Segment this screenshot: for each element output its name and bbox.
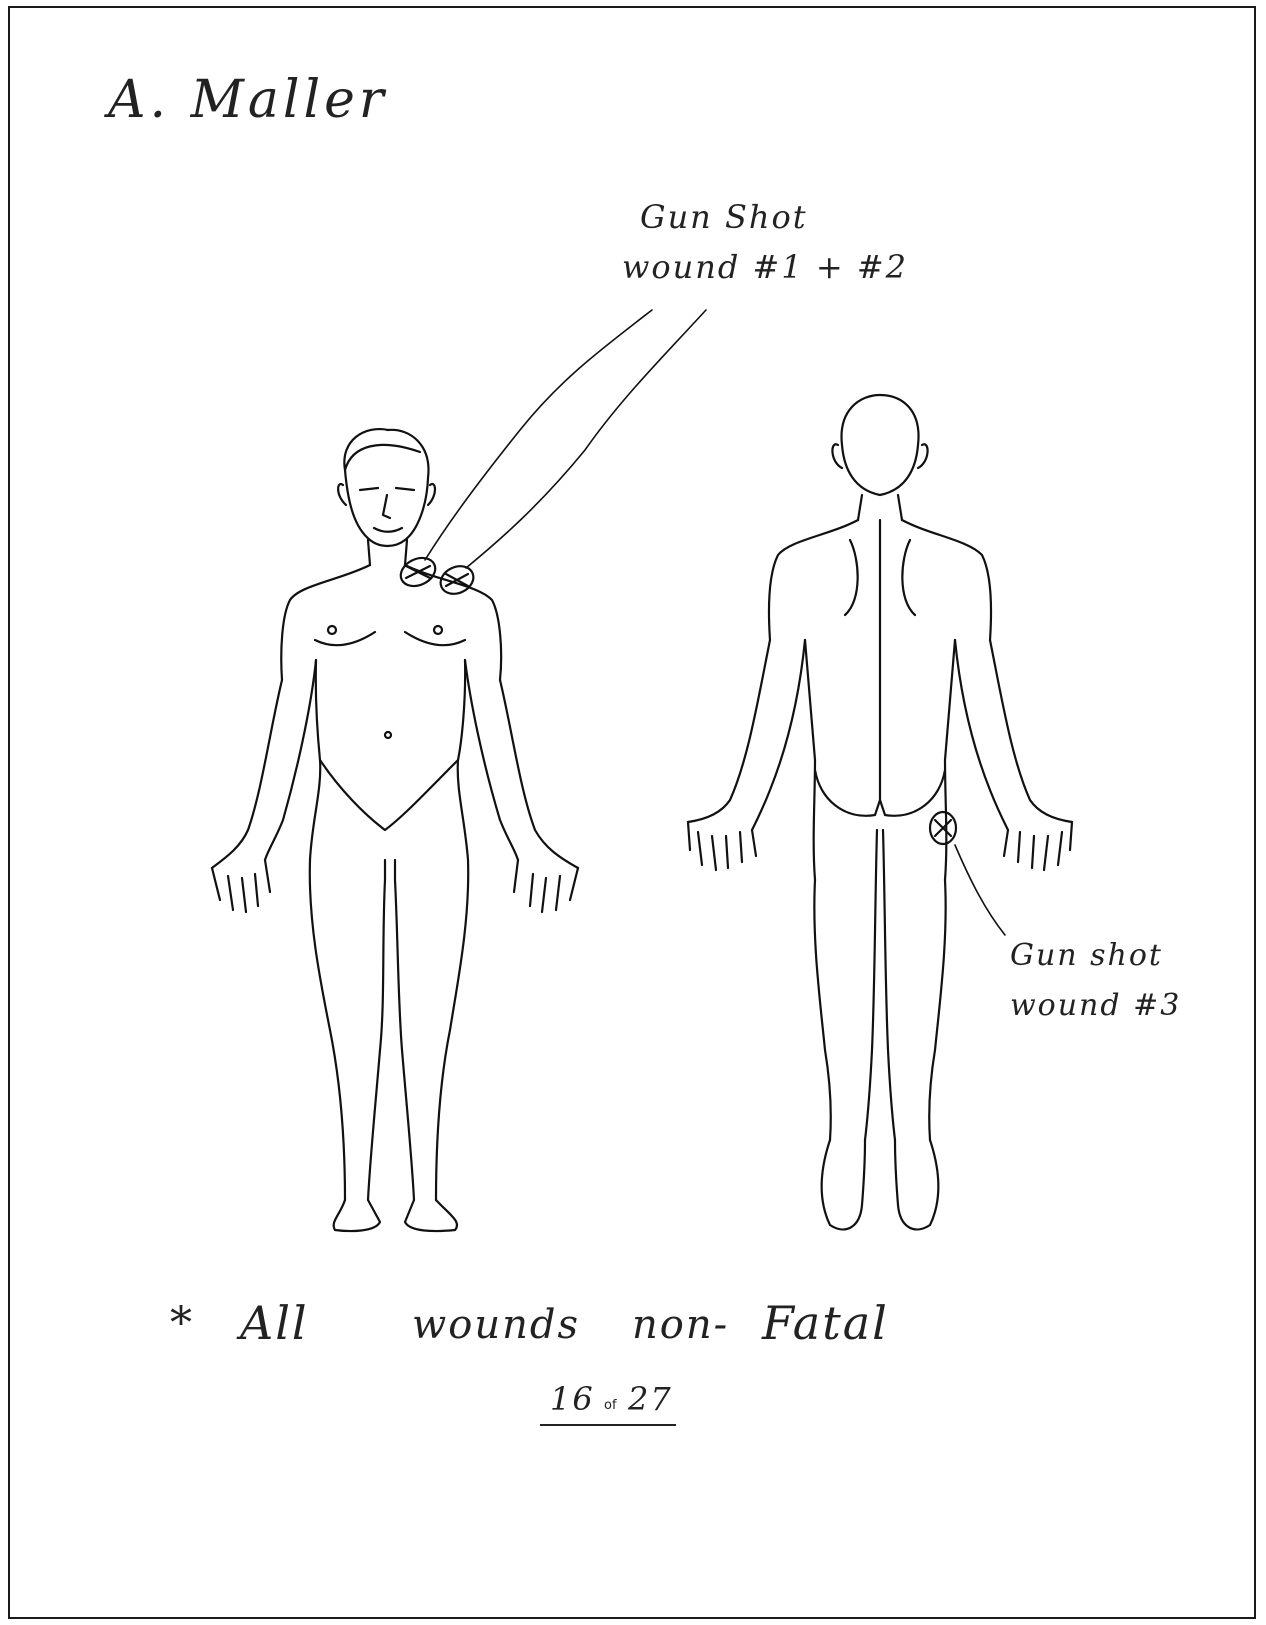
note-word-fatal: Fatal: [762, 1296, 889, 1350]
leader-line-gsw-3: [955, 845, 1005, 935]
gsw-1-2-label-line1: Gun Shot: [640, 198, 808, 236]
note-asterisk: *: [170, 1298, 194, 1349]
back-body-figure: [688, 395, 1072, 1229]
gsw-3-label-line1: Gun shot: [1010, 938, 1163, 973]
page-number-underline: [540, 1424, 676, 1426]
wound-marker-1: [396, 553, 440, 592]
note-word-non: non-: [632, 1302, 729, 1348]
note-word-wounds: wounds: [412, 1302, 580, 1348]
subject-name: A. Maller: [108, 70, 388, 130]
page-current: 16: [550, 1380, 595, 1418]
wound-marker-3: [930, 812, 956, 844]
note-word-all: All: [240, 1296, 309, 1350]
gsw-1-2-label-line2: wound #1 + #2: [622, 248, 908, 286]
wound-marker-2: [436, 561, 478, 599]
leader-line-gsw-1-2: [425, 310, 706, 568]
front-body-figure: [212, 429, 578, 1231]
page-of: of: [604, 1398, 617, 1413]
page-total: 27: [628, 1380, 673, 1418]
gsw-3-label-line2: wound #3: [1010, 988, 1181, 1023]
